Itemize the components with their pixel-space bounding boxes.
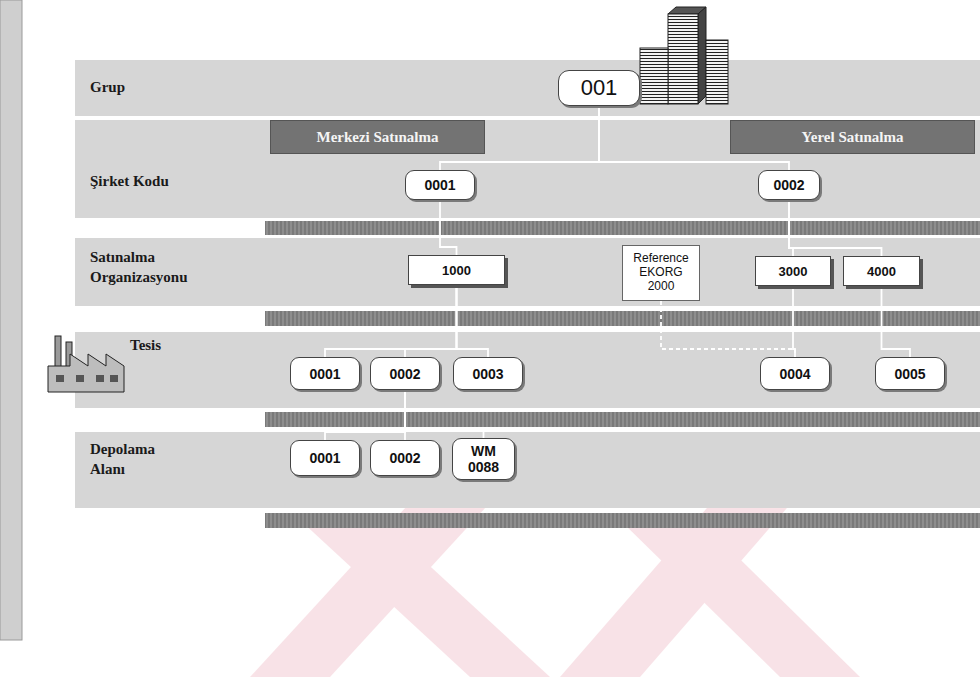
watermark-bar [300,520,550,677]
node-label: Reference EKORG 2000 [626,252,696,293]
hierarchy-connector [405,285,457,357]
side-bar [0,0,22,640]
org-unit-box: 0001 [290,440,360,476]
org-unit-box: 0002 [370,357,440,390]
node-label: 4000 [867,264,896,279]
org-unit-box: WM 0088 [452,438,515,480]
node-label: 0001 [424,177,455,193]
building-side [698,7,706,104]
level-label: Grup [90,78,240,98]
node-label: 001 [581,75,618,101]
level-label: Depolama Alanı [90,440,185,479]
factory-window [56,375,64,382]
node-label: Merkezi Satınalma [316,129,438,146]
level-band: Tesis 0001 0002 0003 0004 0005 [75,332,980,408]
org-unit-box: 0002 [370,440,440,476]
org-unit-box: 0002 [758,170,820,200]
node-label: Yerel Satınalma [802,129,904,146]
hierarchy-connector [405,390,484,438]
factory-window [76,375,84,382]
org-unit-box: 0001 [290,357,360,390]
org-unit-box: 0004 [760,357,830,390]
level-label: Tesis [130,336,200,356]
hierarchy-connector [789,200,882,256]
hierarchy-connector [882,286,911,357]
band-strip [265,311,980,326]
factory-window [96,375,104,382]
node-label: 1000 [442,263,471,278]
band-strip [265,513,980,528]
watermark-bar [620,520,860,677]
hierarchy-connector [440,200,457,255]
node-label: 0002 [389,450,420,466]
hierarchy-connector [325,285,457,357]
building-tower [668,14,698,104]
org-unit-box: 0001 [405,170,475,200]
building-wing [640,48,668,104]
factory-icon [48,336,124,392]
building-icon [640,7,728,104]
reference-box: Reference EKORG 2000 [622,245,700,301]
org-unit-box: 0005 [875,357,945,390]
column-header: Merkezi Satınalma [270,120,485,154]
node-label: 0001 [309,450,340,466]
node-label: 3000 [779,264,808,279]
hierarchy-connector [599,106,789,170]
org-unit-box: 4000 [843,256,920,286]
node-label: 0003 [472,366,503,382]
factory-body [48,354,124,392]
level-label: Satınalma Organizasyonu [90,248,230,287]
hierarchy-connector [793,286,795,357]
group-box: 001 [558,70,640,106]
node-label: 0002 [773,177,804,193]
factory-window [110,375,118,382]
hierarchy-connector [661,301,795,357]
hierarchy-connector [457,285,489,357]
hierarchy-connector [440,106,599,170]
column-header: Yerel Satınalma [730,120,975,154]
band-strip [265,412,980,427]
org-unit-box: 1000 [408,255,505,285]
level-label: Şirket Kodu [90,172,240,192]
node-label: 0002 [389,366,420,382]
building-wing [706,40,728,104]
node-label: 0001 [309,366,340,382]
node-label: 0004 [779,366,810,382]
node-label: 0005 [894,366,925,382]
chimney [55,336,61,368]
level-band: Depolama Alanı 0001 0002 WM 0088 [75,432,980,508]
band-strip [265,221,980,235]
hierarchy-connector [325,390,405,440]
org-unit-box: 0003 [453,357,523,390]
level-band: Grup 001 [75,60,980,116]
node-label: WM 0088 [461,443,507,475]
org-unit-box: 3000 [755,256,831,286]
